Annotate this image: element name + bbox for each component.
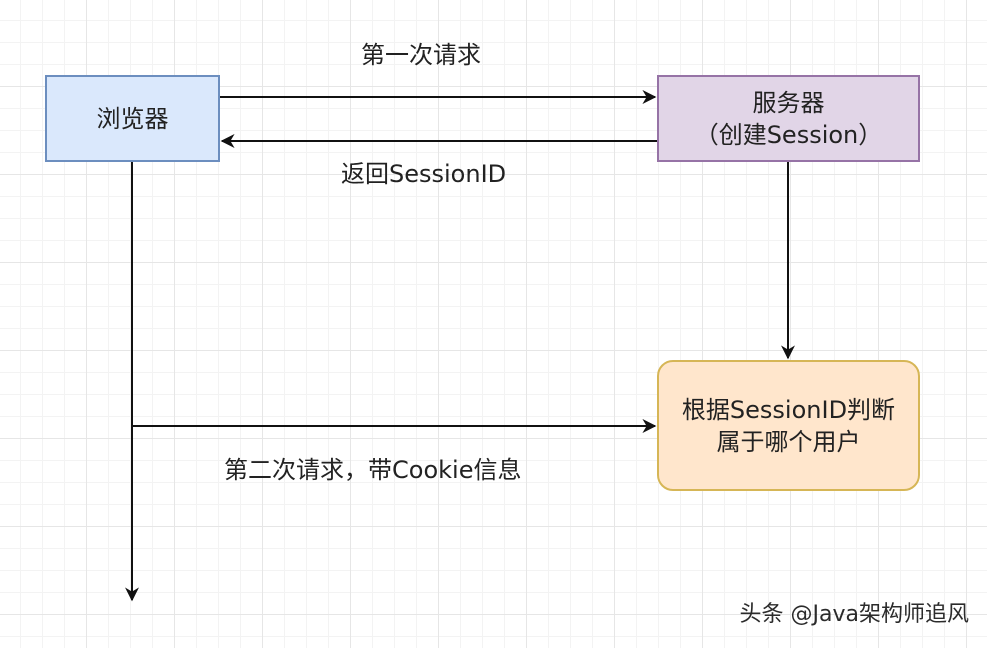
- judge-node-label: 根据SessionID判断: [681, 395, 896, 424]
- watermark-text: 头条 @Java架构师追风: [739, 602, 969, 627]
- judge-node-text: 根据SessionID判断 属于哪个用户: [682, 394, 895, 458]
- browser-node-label: 浏览器: [96, 104, 169, 133]
- server-node-sublabel: （创建Session）: [694, 120, 883, 149]
- judge-node-sublabel: 属于哪个用户: [716, 427, 861, 456]
- first-request-label: 第一次请求: [361, 41, 481, 69]
- return-session-label: 返回SessionID: [341, 160, 507, 188]
- browser-node: 浏览器: [45, 75, 220, 162]
- server-node-label: 服务器: [752, 88, 825, 117]
- second-request-label: 第二次请求，带Cookie信息: [224, 456, 522, 484]
- server-node: 服务器 （创建Session）: [657, 75, 920, 162]
- server-node-text: 服务器 （创建Session）: [695, 87, 883, 151]
- judge-session-node: 根据SessionID判断 属于哪个用户: [657, 360, 920, 491]
